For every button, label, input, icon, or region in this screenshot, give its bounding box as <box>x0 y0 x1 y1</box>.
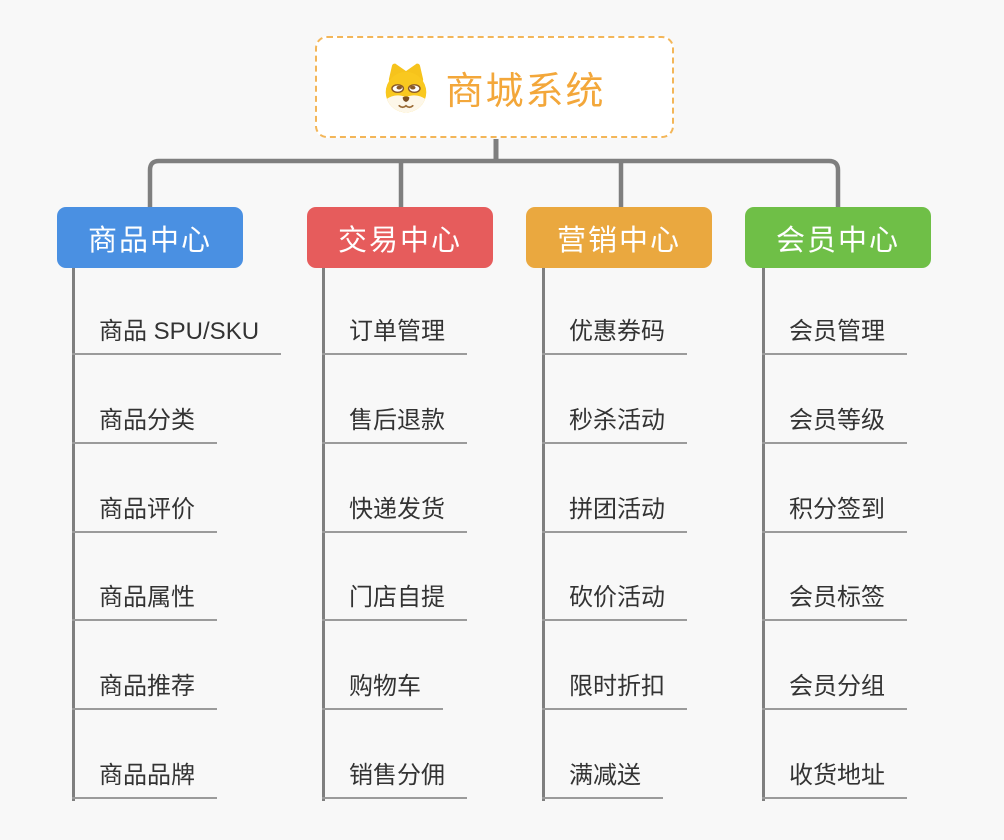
sub-topic[interactable]: 销售分佣 <box>322 762 467 799</box>
sub-topic-label: 购物车 <box>349 673 421 700</box>
sub-topic-label: 拼团活动 <box>569 496 665 523</box>
sub-topic-label: 商品评价 <box>99 496 195 523</box>
sub-topic-label: 商品属性 <box>99 584 195 611</box>
sub-topic-label: 砍价活动 <box>569 584 665 611</box>
sub-topic-label: 限时折扣 <box>569 673 665 700</box>
sub-topic[interactable]: 收货地址 <box>762 762 907 799</box>
branch-label: 营销中心 <box>556 224 681 257</box>
sub-topic[interactable]: 会员等级 <box>762 407 907 444</box>
sub-topic[interactable]: 秒杀活动 <box>542 407 687 444</box>
shiba-dog-icon <box>386 63 427 113</box>
sub-topic-label: 订单管理 <box>349 318 445 345</box>
sub-topic[interactable]: 拼团活动 <box>542 496 687 533</box>
sub-topic-label: 优惠券码 <box>569 318 665 345</box>
sub-topic[interactable]: 订单管理 <box>322 318 467 355</box>
sub-topic-label: 门店自提 <box>349 584 445 611</box>
branch-node-0[interactable]: 商品中心 <box>57 207 243 268</box>
sub-topic[interactable]: 商品推荐 <box>72 673 217 710</box>
sub-topic-label: 秒杀活动 <box>569 407 665 434</box>
sub-topic[interactable]: 商品 SPU/SKU <box>72 318 282 355</box>
sub-topic[interactable]: 售后退款 <box>322 407 467 444</box>
sub-topic-label: 会员标签 <box>789 584 885 611</box>
sub-topic[interactable]: 限时折扣 <box>542 673 687 710</box>
branch-trunk-line <box>762 268 765 801</box>
sub-topic[interactable]: 优惠券码 <box>542 318 687 355</box>
sub-topic-label: 会员分组 <box>789 673 885 700</box>
sub-topic[interactable]: 购物车 <box>322 673 443 710</box>
sub-topic-label: 快递发货 <box>349 496 445 523</box>
branch-node-1[interactable]: 交易中心 <box>307 207 493 268</box>
branch-label: 会员中心 <box>775 224 900 257</box>
sub-topic-label: 收货地址 <box>789 762 885 789</box>
sub-topic-label: 商品 SPU/SKU <box>99 318 260 345</box>
root-topic-title: 商城系统 <box>445 70 606 113</box>
sub-topic[interactable]: 快递发货 <box>322 496 467 533</box>
sub-topic[interactable]: 砍价活动 <box>542 584 687 621</box>
sub-topic-label: 商品推荐 <box>99 673 195 700</box>
branch-trunk-line <box>542 268 545 801</box>
branch-label: 商品中心 <box>87 224 212 257</box>
branch-node-3[interactable]: 会员中心 <box>745 207 931 268</box>
sub-topic[interactable]: 商品品牌 <box>72 762 217 799</box>
sub-topic-label: 满减送 <box>569 762 641 789</box>
sub-topic-label: 会员管理 <box>789 318 885 345</box>
sub-topic[interactable]: 商品属性 <box>72 584 217 621</box>
sub-topic[interactable]: 满减送 <box>542 762 663 799</box>
sub-topic-label: 商品品牌 <box>99 762 195 789</box>
sub-topic[interactable]: 门店自提 <box>322 584 467 621</box>
sub-topic-label: 会员等级 <box>789 407 885 434</box>
branch-trunk-line <box>322 268 325 801</box>
sub-topic-label: 售后退款 <box>349 407 445 434</box>
branch-trunk-line <box>72 268 75 801</box>
sub-topic[interactable]: 商品分类 <box>72 407 217 444</box>
sub-topic-label: 销售分佣 <box>349 762 445 789</box>
branch-node-2[interactable]: 营销中心 <box>526 207 712 268</box>
sub-topic[interactable]: 会员分组 <box>762 673 907 710</box>
sub-topic[interactable]: 商品评价 <box>72 496 217 533</box>
sub-topic[interactable]: 积分签到 <box>762 496 907 533</box>
branch-label: 交易中心 <box>337 224 462 257</box>
sub-topic-label: 商品分类 <box>99 407 195 434</box>
sub-topic[interactable]: 会员管理 <box>762 318 907 355</box>
root-topic[interactable]: 商城系统 <box>315 36 674 138</box>
sub-topic[interactable]: 会员标签 <box>762 584 907 621</box>
sub-topic-label: 积分签到 <box>789 496 885 523</box>
